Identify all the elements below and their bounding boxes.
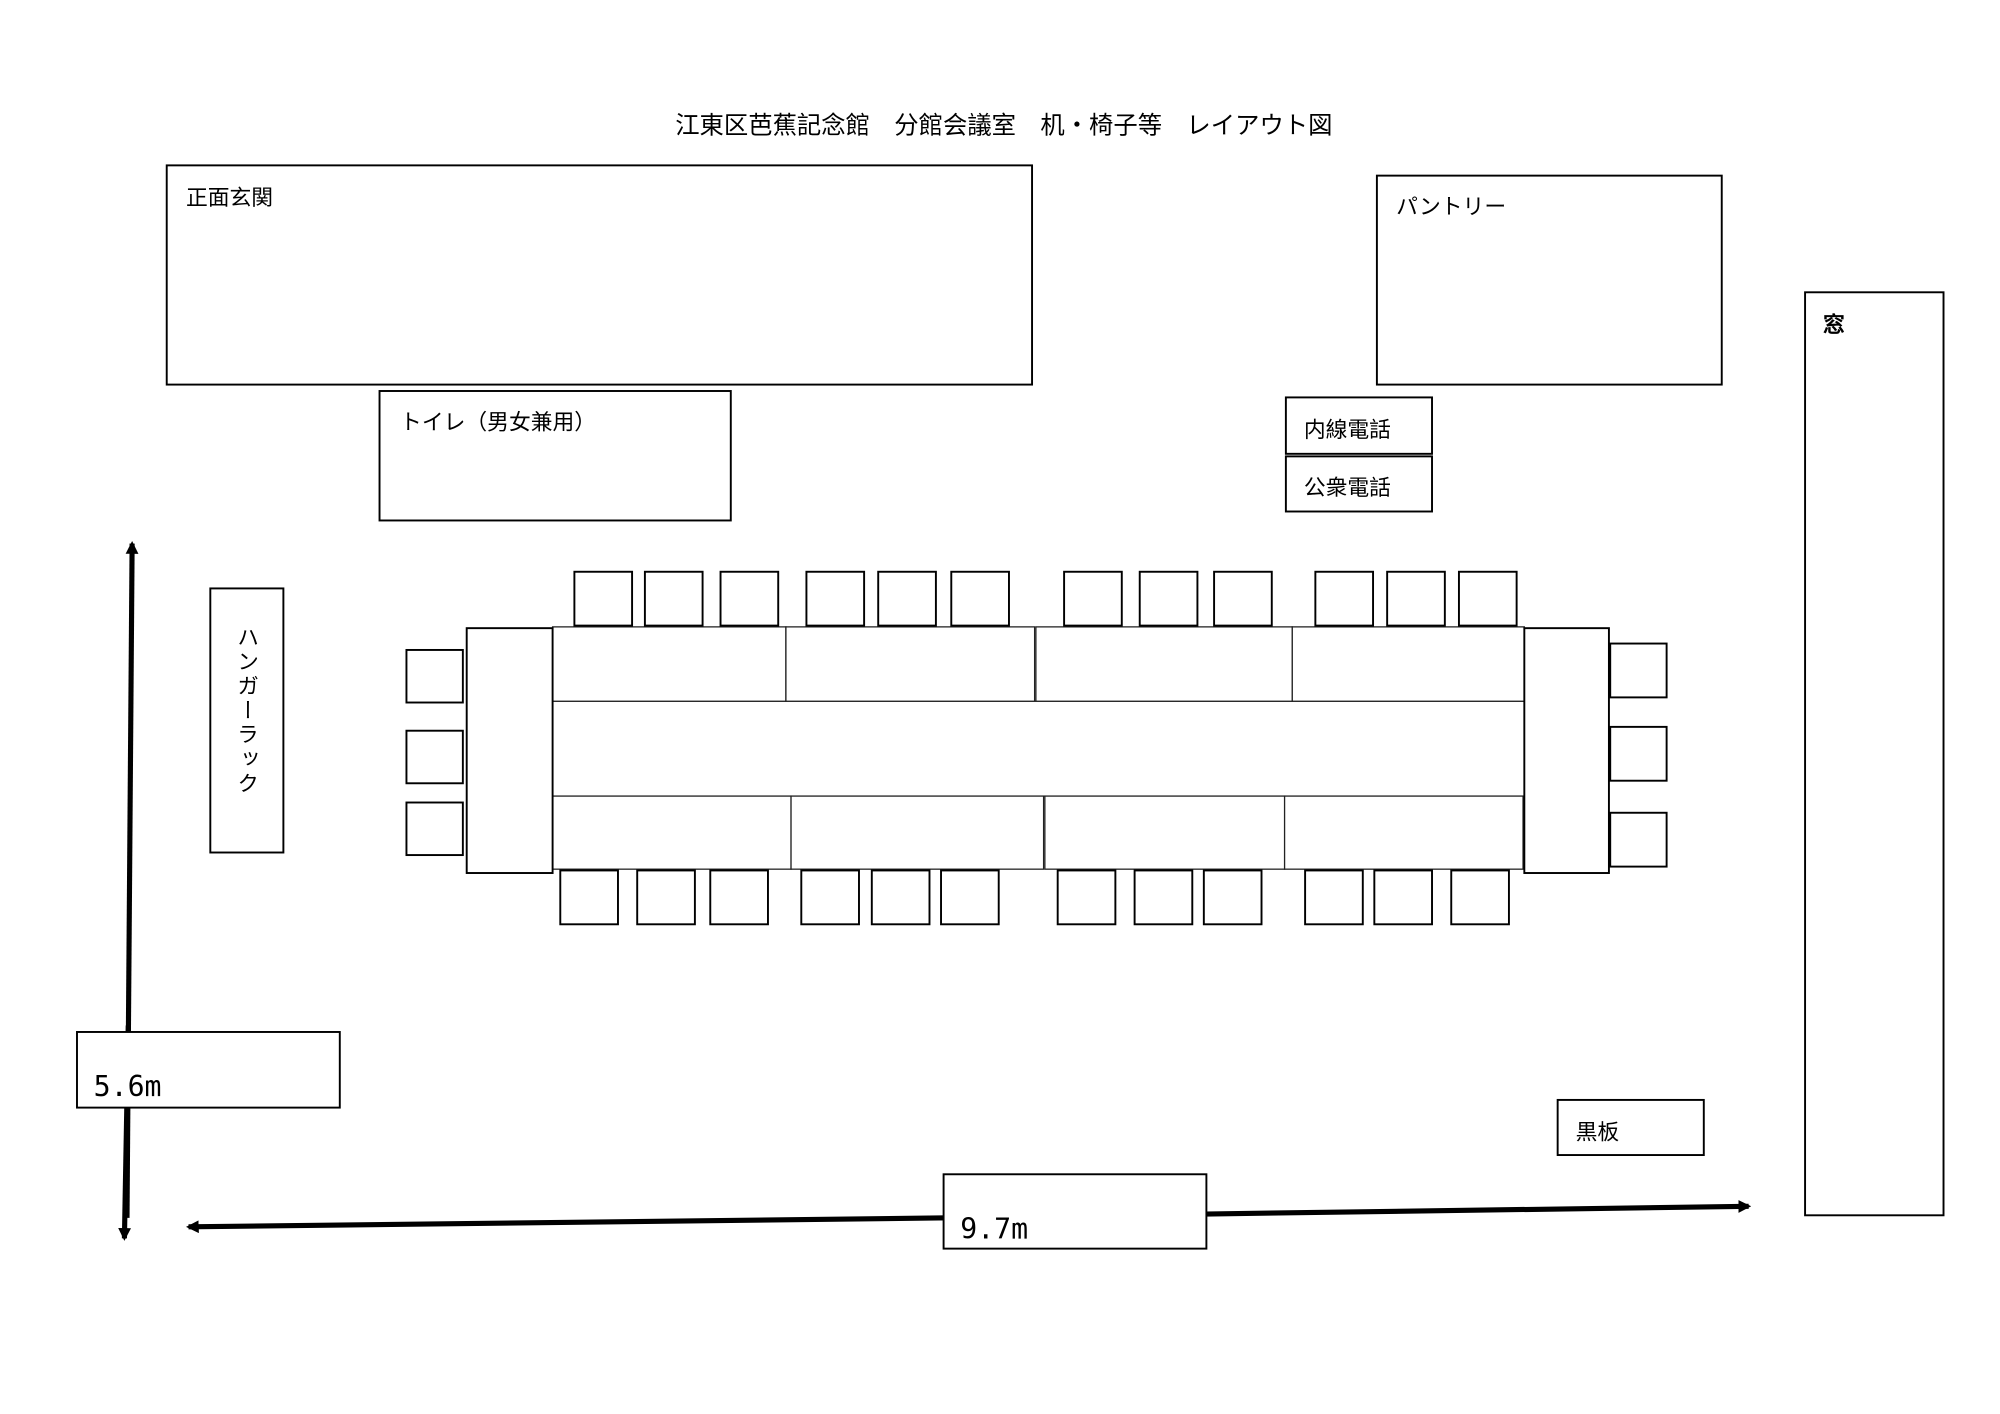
extension-phone: 内線電話 xyxy=(1284,396,1433,455)
chair xyxy=(1063,570,1123,627)
chair xyxy=(1304,869,1364,926)
entrance-area: 正面玄関 xyxy=(165,164,1034,386)
hanger-rack: ハンガーラック xyxy=(209,587,285,854)
depth-label: 5.6m xyxy=(94,1070,162,1103)
chair xyxy=(1450,869,1510,926)
entrance-label: 正面玄関 xyxy=(186,186,273,211)
chair xyxy=(950,570,1010,627)
table xyxy=(551,795,792,870)
width-label: 9.7m xyxy=(960,1212,1028,1245)
chair xyxy=(1457,570,1518,627)
window-label: 窓 xyxy=(1823,312,1845,338)
chair xyxy=(405,648,464,704)
depth-label-box: 5.6m xyxy=(76,1031,341,1109)
chair xyxy=(709,869,769,926)
chair xyxy=(559,869,619,926)
chair xyxy=(636,869,696,926)
chair xyxy=(877,570,937,627)
width-arrow-right xyxy=(1205,1200,1752,1217)
table xyxy=(1291,626,1525,702)
blackboard: 黒板 xyxy=(1556,1098,1705,1157)
chair xyxy=(643,570,704,627)
table xyxy=(785,626,1036,702)
chair xyxy=(870,869,931,926)
blackboard-label: 黒板 xyxy=(1576,1121,1620,1146)
chair xyxy=(1056,869,1117,926)
chair xyxy=(1609,725,1668,782)
table xyxy=(790,795,1045,870)
table xyxy=(1035,626,1293,702)
chair xyxy=(405,729,464,785)
pantry-label: パントリー xyxy=(1396,195,1506,220)
public-phone-label: 公衆電話 xyxy=(1304,476,1391,501)
chair xyxy=(1609,642,1668,699)
table xyxy=(551,626,787,702)
toilet-label: トイレ（男女兼用） xyxy=(400,410,596,435)
chair xyxy=(1609,811,1668,868)
toilet-area: トイレ（男女兼用） xyxy=(378,390,732,522)
chair xyxy=(940,869,1000,926)
chair xyxy=(800,869,860,926)
chair xyxy=(1213,570,1273,627)
table-end-right xyxy=(1523,627,1610,874)
chair xyxy=(573,570,634,627)
chair xyxy=(1386,570,1446,627)
chair xyxy=(1133,869,1194,926)
chair xyxy=(1138,570,1199,627)
table-end-left xyxy=(465,627,554,874)
extension-phone-label: 内線電話 xyxy=(1304,418,1391,443)
window-area: 窓 xyxy=(1804,291,1945,1217)
chair xyxy=(805,570,866,627)
table xyxy=(1044,795,1286,870)
hanger-rack-label: ハンガーラック xyxy=(234,626,259,796)
chair xyxy=(1202,869,1263,926)
width-label-box: 9.7m xyxy=(942,1173,1208,1250)
chair xyxy=(719,570,780,627)
width-arrow xyxy=(185,1215,949,1234)
chair xyxy=(1314,570,1375,627)
pantry-area: パントリー xyxy=(1375,174,1723,386)
chair xyxy=(1373,869,1433,926)
public-phone: 公衆電話 xyxy=(1284,455,1433,513)
table xyxy=(1283,795,1524,870)
table-center-space xyxy=(551,700,1525,797)
chair xyxy=(405,801,464,857)
page-title: 江東区芭蕉記念館 分館会議室 机・椅子等 レイアウト図 xyxy=(675,110,1332,139)
table-chair-arrangement xyxy=(405,570,1668,926)
